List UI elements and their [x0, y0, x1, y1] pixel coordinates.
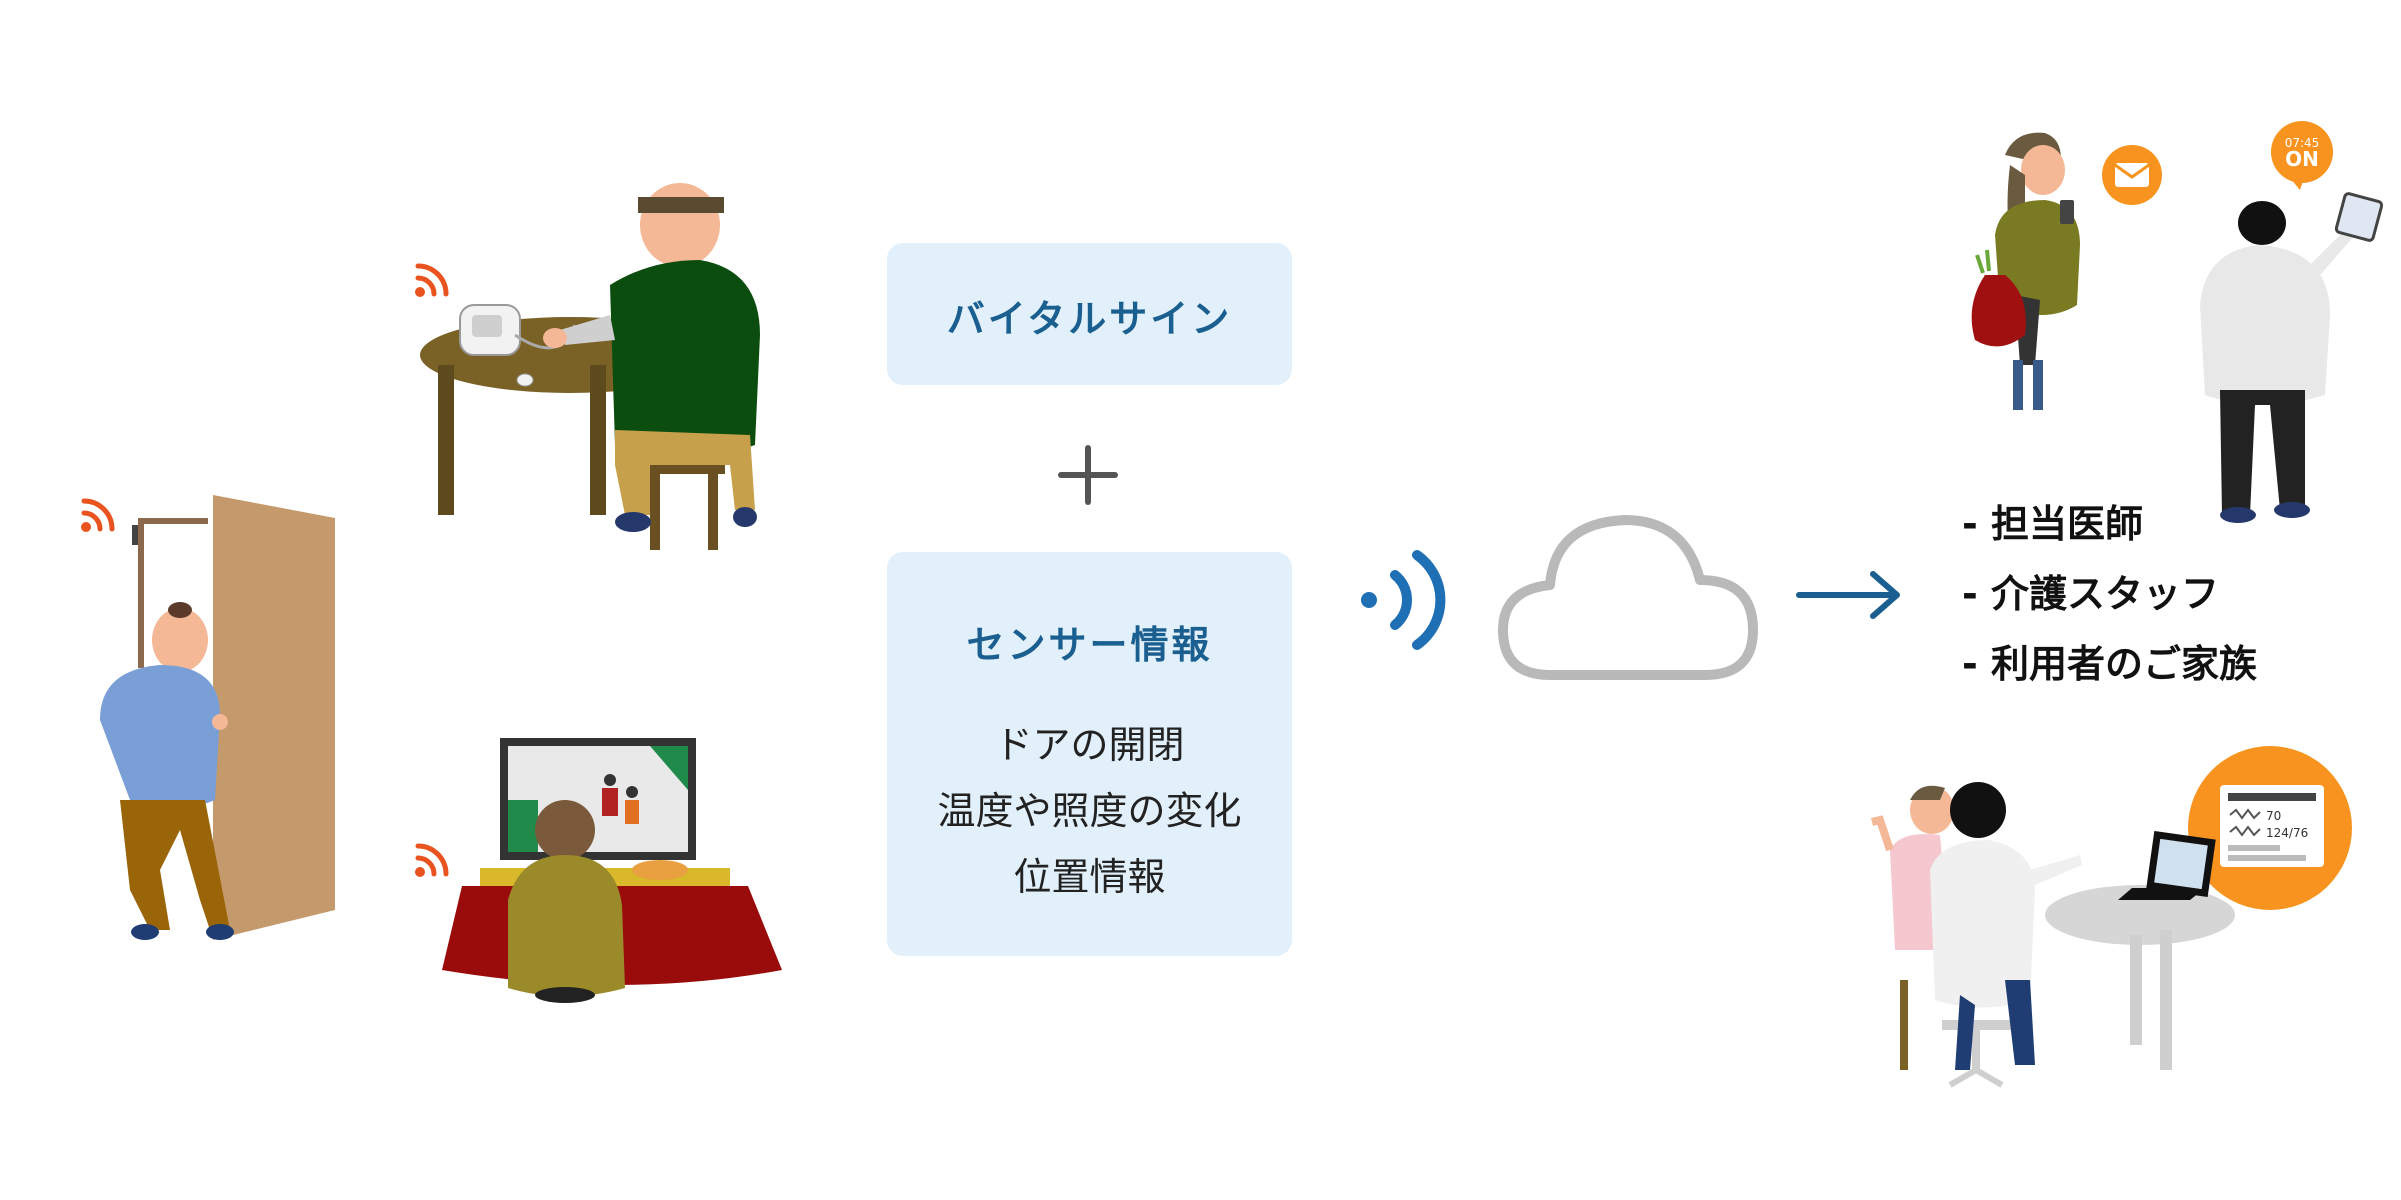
door-scene-illustration: [81, 495, 335, 940]
arrow-right-icon: [1796, 571, 1900, 619]
monitor-value-pressure: 124/76: [2266, 826, 2308, 840]
family-member-illustration: [1971, 132, 2162, 410]
sensor-item-door: ドアの開閉: [994, 723, 1185, 767]
vital-sign-panel: バイタルサイン: [887, 243, 1292, 385]
plus-icon: [1058, 445, 1118, 505]
monitor-value-pulse: 70: [2266, 809, 2281, 823]
signal-icon: [415, 263, 449, 297]
doctor-illustration: 70 124/76: [1871, 746, 2352, 1088]
sensor-item-temperature: 温度や照度の変化: [937, 789, 1242, 833]
wifi-icon: [1361, 550, 1446, 650]
vital-sign-title: バイタルサイン: [946, 297, 1233, 341]
signal-icon: [415, 843, 449, 877]
clock-badge-icon: 07:45 ON: [2271, 121, 2333, 190]
cloud-icon: [1498, 515, 1758, 680]
monitor-badge-icon: 70 124/76: [2178, 746, 2352, 910]
sensor-info-panel: センサー情報 ドアの開閉 温度や照度の変化 位置情報: [887, 552, 1292, 956]
recipient-family: - 利用者のご家族: [1962, 642, 2258, 686]
blood-pressure-scene-illustration: [415, 183, 760, 550]
badge-time: 07:45: [2285, 136, 2320, 150]
recipient-doctor: - 担当医師: [1962, 502, 2144, 546]
sensor-info-title: センサー情報: [966, 623, 1213, 667]
recipient-care-staff: - 介護スタッフ: [1962, 572, 2220, 616]
badge-state: ON: [2285, 147, 2319, 171]
signal-icon: [81, 498, 115, 532]
mail-icon: [2102, 145, 2162, 205]
sensor-item-location: 位置情報: [1013, 855, 1166, 899]
tv-scene-illustration: [415, 738, 782, 1003]
care-staff-illustration: 07:45 ON: [2200, 121, 2384, 523]
